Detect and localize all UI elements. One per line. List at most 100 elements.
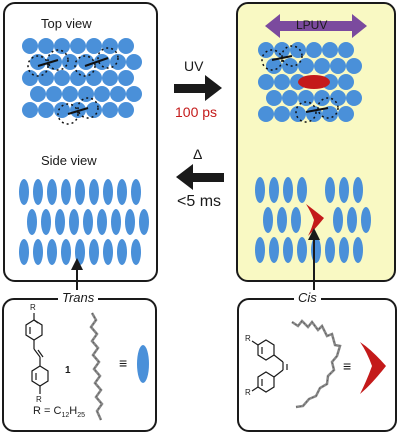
molecule-rod bbox=[263, 207, 273, 233]
top-view-label: Top view bbox=[41, 16, 92, 31]
molecule-dot bbox=[282, 90, 298, 106]
molecule-rod bbox=[283, 237, 293, 263]
molecule-rod bbox=[291, 207, 301, 233]
molecule-dot bbox=[62, 86, 78, 102]
molecule-rod bbox=[89, 179, 99, 205]
cis-connector-arrow bbox=[308, 228, 320, 292]
molecule-rod bbox=[131, 179, 141, 205]
molecule-dot bbox=[298, 90, 314, 106]
molecule-dot bbox=[274, 42, 290, 58]
dimer-ring bbox=[317, 97, 339, 119]
cis-azobenzene-structure bbox=[251, 339, 288, 393]
molecule-dot bbox=[86, 70, 102, 86]
molecule-dot bbox=[86, 102, 102, 118]
molecule-rod bbox=[19, 239, 29, 265]
dimer-bond bbox=[84, 57, 109, 67]
molecule-dot bbox=[30, 54, 46, 70]
molecule-rod bbox=[75, 239, 85, 265]
molecule-rod bbox=[339, 177, 349, 203]
uv-label: UV bbox=[184, 58, 204, 74]
cis-bent-symbol bbox=[360, 342, 386, 394]
molecule-rod bbox=[69, 209, 79, 235]
molecule-dot bbox=[102, 102, 118, 118]
molecule-dot bbox=[38, 102, 54, 118]
delta-label: Δ bbox=[193, 146, 203, 162]
molecule-dot bbox=[102, 70, 118, 86]
molecule-rod bbox=[125, 209, 135, 235]
molecule-dot bbox=[330, 58, 346, 74]
trans-molecule-panel bbox=[2, 298, 157, 432]
trans-equiv-sign: ≡ bbox=[119, 355, 128, 371]
lpuv-double-arrow bbox=[265, 14, 367, 38]
molecule-rod bbox=[47, 179, 57, 205]
dimer-ring bbox=[47, 49, 69, 71]
molecule-rod bbox=[33, 179, 43, 205]
molecule-rod bbox=[255, 177, 265, 203]
molecule-rod bbox=[269, 177, 279, 203]
molecule-dot bbox=[70, 70, 86, 86]
molecule-dot bbox=[346, 90, 362, 106]
molecule-dot bbox=[22, 102, 38, 118]
molecule-rod bbox=[47, 239, 57, 265]
trans-rod-symbol bbox=[137, 345, 149, 383]
molecule-rod bbox=[61, 179, 71, 205]
molecule-rod bbox=[297, 237, 307, 263]
cis-equiv-sign: ≡ bbox=[343, 358, 352, 374]
molecule-dot bbox=[30, 86, 46, 102]
delta-time-label: <5 ms bbox=[177, 193, 222, 210]
molecule-dot bbox=[38, 38, 54, 54]
dimer-bond bbox=[37, 59, 59, 67]
molecule-rod bbox=[89, 239, 99, 265]
lpuv-label: LPUV bbox=[296, 18, 328, 32]
cis-title: Cis bbox=[294, 290, 321, 305]
dimer-ring bbox=[295, 101, 317, 123]
cis-molecular-model bbox=[291, 319, 342, 409]
molecule-dot bbox=[258, 74, 274, 90]
trans-connector-arrow bbox=[71, 258, 83, 292]
molecule-dot bbox=[306, 42, 322, 58]
molecule-dot bbox=[94, 86, 110, 102]
molecule-dot bbox=[330, 90, 346, 106]
molecule-dot bbox=[322, 42, 338, 58]
molecule-rod bbox=[297, 177, 307, 203]
cis-molecule-side bbox=[306, 204, 324, 236]
molecule-rod bbox=[33, 239, 43, 265]
molecule-rod bbox=[19, 179, 29, 205]
molecule-dot bbox=[78, 86, 94, 102]
molecule-rod bbox=[255, 237, 265, 263]
molecule-dot bbox=[54, 70, 70, 86]
molecule-rod bbox=[117, 239, 127, 265]
molecule-dot bbox=[314, 58, 330, 74]
molecule-dot bbox=[78, 54, 94, 70]
top-view-molecules-cis bbox=[258, 42, 362, 123]
molecule-rod bbox=[131, 239, 141, 265]
molecule-rod bbox=[325, 237, 335, 263]
molecule-rod bbox=[55, 209, 65, 235]
molecule-rod bbox=[269, 237, 279, 263]
molecule-dot bbox=[110, 86, 126, 102]
molecule-dot bbox=[102, 38, 118, 54]
molecule-dot bbox=[110, 54, 126, 70]
molecule-rod bbox=[361, 207, 371, 233]
molecule-dot bbox=[290, 42, 306, 58]
side-view-label: Side view bbox=[41, 153, 97, 168]
molecule-rod bbox=[311, 237, 321, 263]
cis-molecule-panel bbox=[237, 298, 397, 432]
molecule-dot bbox=[126, 54, 142, 70]
r-formula: R = C12H25 bbox=[33, 405, 85, 420]
top-view-molecules-trans bbox=[22, 38, 142, 125]
molecule-rod bbox=[103, 179, 113, 205]
delta-arrow-left bbox=[176, 164, 224, 190]
molecule-rod bbox=[117, 179, 127, 205]
side-view-molecules-cis bbox=[255, 177, 371, 263]
dimer-bond bbox=[67, 107, 89, 115]
molecule-rod bbox=[111, 209, 121, 235]
molecule-dot bbox=[258, 106, 274, 122]
molecule-dot bbox=[22, 70, 38, 86]
molecule-dot bbox=[322, 106, 338, 122]
uv-time-label: 100 ps bbox=[175, 104, 218, 120]
molecule-dot bbox=[346, 58, 362, 74]
dimer-ring bbox=[57, 103, 79, 125]
dimer-bond bbox=[305, 107, 329, 113]
dimer-ring bbox=[27, 55, 49, 77]
